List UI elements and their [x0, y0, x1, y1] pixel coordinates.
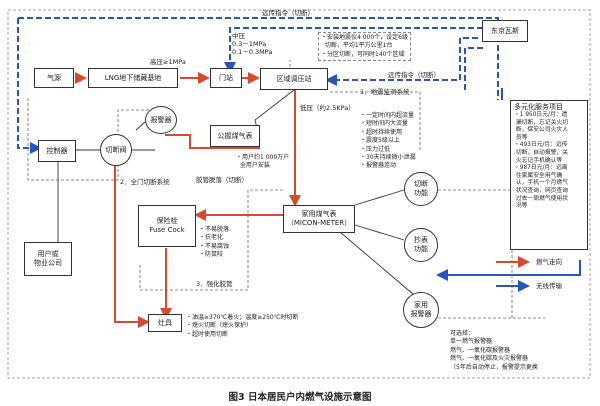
label-users-count: ・用户约1 000万户 全用户安装 [236, 154, 290, 170]
label-home-alarm-note: 可选择： 单一燃气报警器 燃气、一氧化碳报警器 燃气、一氧化碳及火灾报警器 （5… [450, 330, 538, 371]
node-lng-base-label: LNG地下储藏基地 [104, 73, 162, 82]
gas-flow-lines [75, 72, 301, 328]
wireless-to-regional [325, 37, 478, 86]
node-cutoff-function-line2: 功能 [414, 189, 428, 197]
node-gas-source: 气源 [34, 68, 74, 88]
services-panel: 多元化服务项目 ・1 950日元/月：遗 漏切断，忘记关火切 断，保安公司火灾人… [510, 100, 588, 250]
node-safety-valve-line2: Fuse Cock [149, 226, 185, 234]
label-high-pressure: 高压≥1MPa [150, 58, 186, 66]
node-home-alarm-line1: 家用 [414, 301, 428, 309]
node-tokyo-gas-label: 东京瓦斯 [491, 26, 519, 35]
label-hose-strengthen: 3．强化胶管 [196, 280, 233, 288]
node-safety-valve: 保险栓 Fuse Cock [138, 205, 196, 247]
label-remote-cmd-top: 远传指令（切断） [262, 9, 314, 17]
figure-caption: 图3 日本居民户内燃气设施示意图 [228, 392, 372, 403]
node-stove: 灶具 [148, 314, 182, 332]
node-regional-station-label: 区域调压站 [276, 74, 312, 83]
node-safety-valve-line1: 保险栓 [156, 217, 178, 225]
node-public-meter: 公握煤气表 [210, 125, 260, 147]
services-body: ・1 950日元/月：遗 漏切断，忘记关火切 断，保安公司火灾人 员等 ・493… [514, 112, 569, 210]
legend-gas-flow: 燃气走向 [536, 258, 562, 266]
node-cutoff-valve-label: 切断阀 [105, 145, 127, 154]
label-meter-features: ・一定时间内超流量 ・短时间内大流量 ・超时持续使用 ・震度5级以上 ・压力过低… [360, 112, 416, 170]
wireless-lines [17, 17, 499, 154]
label-seismic-system: 1．地震监测系统 [360, 88, 410, 96]
node-stove-label: 灶具 [158, 318, 172, 327]
label-stove-features: ・油温≥370℃着火；温度≥250℃时切断 ・熄火切断（熄火保护） ・超时使用切… [186, 314, 299, 338]
label-gate-cutoff: 2．全门切断系统 [120, 178, 170, 186]
node-lng-base: LNG地下储藏基地 [88, 68, 178, 88]
wireless-lower [436, 88, 581, 281]
node-controller: 控制器 [38, 140, 76, 162]
node-user-company-line1: 用户或 [37, 250, 59, 258]
node-cutoff-function-line1: 切断 [414, 180, 428, 188]
dashed-connectors [27, 60, 545, 319]
wireless-left-line [17, 18, 42, 154]
node-user-company: 用户或 物业公司 [24, 242, 72, 276]
node-meter-read-line1: 抄表 [414, 236, 428, 244]
services-title: 多元化服务项目 [514, 103, 563, 111]
node-cutoff-valve: 切断阀 [100, 134, 132, 166]
node-gas-source-label: 气源 [47, 73, 61, 82]
node-gate-station: 门站 [210, 68, 242, 88]
node-controller-label: 控制器 [46, 146, 68, 155]
wireless-top-line [18, 17, 499, 25]
node-home-meter: 家用煤气表 （MICON-METER） [283, 205, 355, 233]
node-home-meter-line2: （MICON-METER） [286, 219, 352, 227]
label-safety-features: ・不易脱落 ・抗老化 ・不易腐蚀 ・防鼠咬 [199, 226, 230, 259]
node-meter-read-line2: 功能 [414, 245, 428, 253]
wireless-to-gate [224, 27, 483, 74]
node-user-company-line2: 物业公司 [34, 259, 62, 267]
node-gate-station-label: 门站 [219, 73, 233, 82]
label-low-pressure: 低压（约2.5KPa） [300, 104, 355, 112]
label-hose-off: 胶管脱落（切断） [196, 176, 248, 184]
node-public-meter-label: 公握煤气表 [217, 131, 253, 140]
node-regional-station: 区域调压站 [260, 68, 328, 90]
label-remote-cmd-mid: 远传指令（切断） [388, 71, 440, 79]
label-mid-pressure: 中压 0.3－1MPa 0.1－0.3MPa [232, 32, 273, 56]
node-home-meter-line1: 家用煤气表 [301, 210, 337, 218]
node-cutoff-function: 切断 功能 [404, 172, 438, 206]
node-alarm-label: 报警器 [150, 115, 172, 124]
node-meter-read: 抄表 功能 [404, 228, 438, 262]
node-alarm: 报警器 [145, 106, 177, 134]
node-tokyo-gas: 东京瓦斯 [482, 20, 528, 42]
legend-lines [496, 256, 530, 292]
node-home-alarm: 家用 报警器 [403, 292, 439, 328]
wireless-tokyo-side [464, 47, 483, 92]
legend-wireless: 无线传输 [536, 282, 562, 290]
outer-frame [7, 9, 591, 379]
wireless-to-meterread [436, 260, 581, 281]
label-seismic-note: ・安装地震仪4 000个，设定6级 切断，平均1平方公里1台 ・分区切断，可同时… [318, 32, 411, 62]
node-home-alarm-line2: 报警器 [410, 310, 432, 318]
